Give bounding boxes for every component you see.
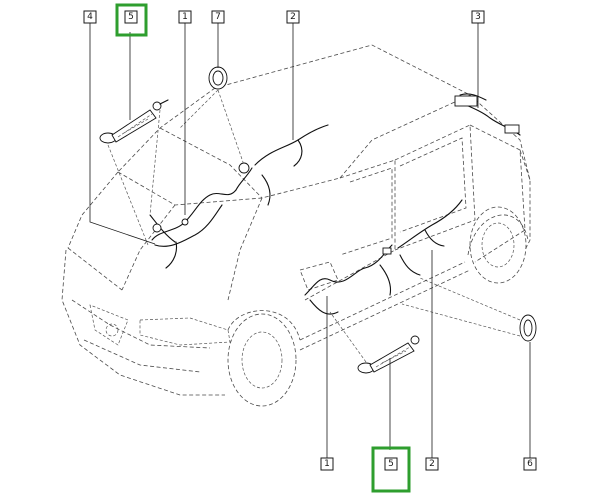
callout-label: 2 xyxy=(290,12,296,22)
car-body-outline xyxy=(61,44,531,407)
grommet-disc-part-7 xyxy=(208,66,228,90)
callout-label: 7 xyxy=(215,12,221,22)
callout-label: 5 xyxy=(128,12,134,22)
door-wiring-harness-front xyxy=(304,244,393,315)
callout-4: 4 xyxy=(83,10,97,24)
callout-5-bottom: 5 xyxy=(371,446,411,493)
callout-2-top: 2 xyxy=(286,10,300,24)
callout-label: 4 xyxy=(87,12,93,22)
callout-label: 2 xyxy=(429,459,435,469)
callout-2-bottom: 2 xyxy=(425,457,439,471)
grommet-disc-part-6 xyxy=(519,314,537,342)
part-relation-lines xyxy=(107,89,521,363)
door-wiring-harness-rear xyxy=(397,199,463,276)
callout-1-bottom: 1 xyxy=(320,457,334,471)
callout-label: 1 xyxy=(324,459,330,469)
highlight-box xyxy=(371,446,411,493)
front-wiring-harness xyxy=(149,162,253,269)
grommet-sleeve-part-top xyxy=(99,99,169,144)
callout-3: 3 xyxy=(471,10,485,24)
highlight-box xyxy=(115,3,148,37)
callout-7: 7 xyxy=(211,10,225,24)
callout-label: 3 xyxy=(475,12,481,22)
grommet-sleeve-part-bottom xyxy=(357,335,420,374)
roof-wiring-harness xyxy=(454,93,521,136)
leader-lines xyxy=(89,22,531,458)
callout-6: 6 xyxy=(523,457,537,471)
callout-5-top: 5 xyxy=(115,3,148,37)
callout-label: 5 xyxy=(388,459,394,469)
callout-label: 1 xyxy=(182,12,188,22)
callout-label: 6 xyxy=(527,459,533,469)
dashboard-wiring-harness xyxy=(254,124,329,206)
callout-1-top: 1 xyxy=(178,10,192,24)
